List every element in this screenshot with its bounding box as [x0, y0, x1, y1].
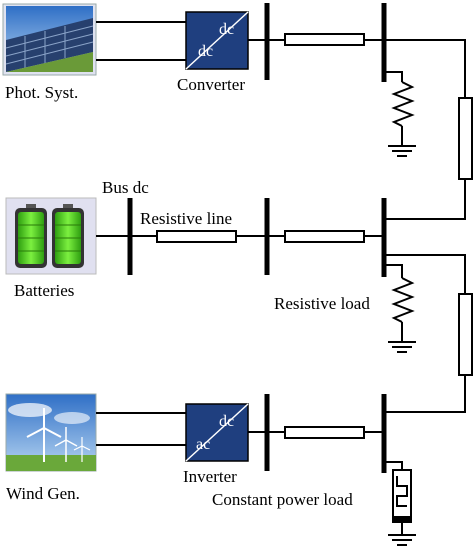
ground-icon — [388, 341, 416, 353]
interconnect-top-return — [384, 179, 466, 220]
wind-turbine-icon — [54, 427, 78, 462]
interconnect-top — [384, 39, 466, 98]
interconnect-resistor-top — [458, 97, 473, 180]
ground-icon — [388, 145, 416, 157]
pv-label: Phot. Syst. — [5, 83, 78, 102]
bus-dc-label: Bus dc — [102, 178, 149, 197]
converter-bottom-text: dc — [198, 43, 213, 60]
line-resistor-bottom — [284, 426, 365, 439]
resistive-line-resistor — [156, 230, 237, 243]
load-middle-resistor — [391, 277, 415, 323]
constant-power-load-label: Constant power load — [212, 490, 353, 509]
inverter-label: Inverter — [183, 467, 237, 486]
interconnect-bottom — [384, 254, 466, 294]
line-resistor-top — [284, 33, 365, 46]
resistive-load-label: Resistive load — [274, 294, 370, 313]
battery-label: Batteries — [14, 281, 74, 300]
interconnect-bottom-return — [384, 375, 466, 413]
cpl-wire — [384, 461, 403, 470]
inverter-top-text: dc — [219, 413, 234, 430]
wind-image — [5, 393, 97, 472]
interconnect-resistor-bottom — [458, 293, 473, 376]
load-top-resistor — [391, 81, 415, 127]
inverter-bottom-text: ac — [196, 436, 210, 453]
load-top-wire — [384, 71, 403, 82]
inverter-block: dc ac — [185, 403, 249, 462]
pv-image — [2, 3, 97, 76]
battery-icon — [15, 204, 47, 268]
converter-block: dc dc — [185, 11, 249, 70]
resistive-line-label: Resistive line — [140, 209, 232, 228]
converter-label: Converter — [177, 75, 245, 94]
wind-turbine-icon — [73, 437, 91, 462]
converter-top-text: dc — [219, 21, 234, 38]
wind-label: Wind Gen. — [6, 484, 80, 503]
ground-icon — [388, 534, 416, 546]
constant-power-load-icon — [392, 469, 412, 523]
load-middle-wire — [384, 264, 403, 278]
battery-icon — [52, 204, 84, 268]
wind-turbine-icon — [26, 408, 62, 462]
battery-image — [5, 197, 97, 275]
line-resistor-middle — [284, 230, 365, 243]
